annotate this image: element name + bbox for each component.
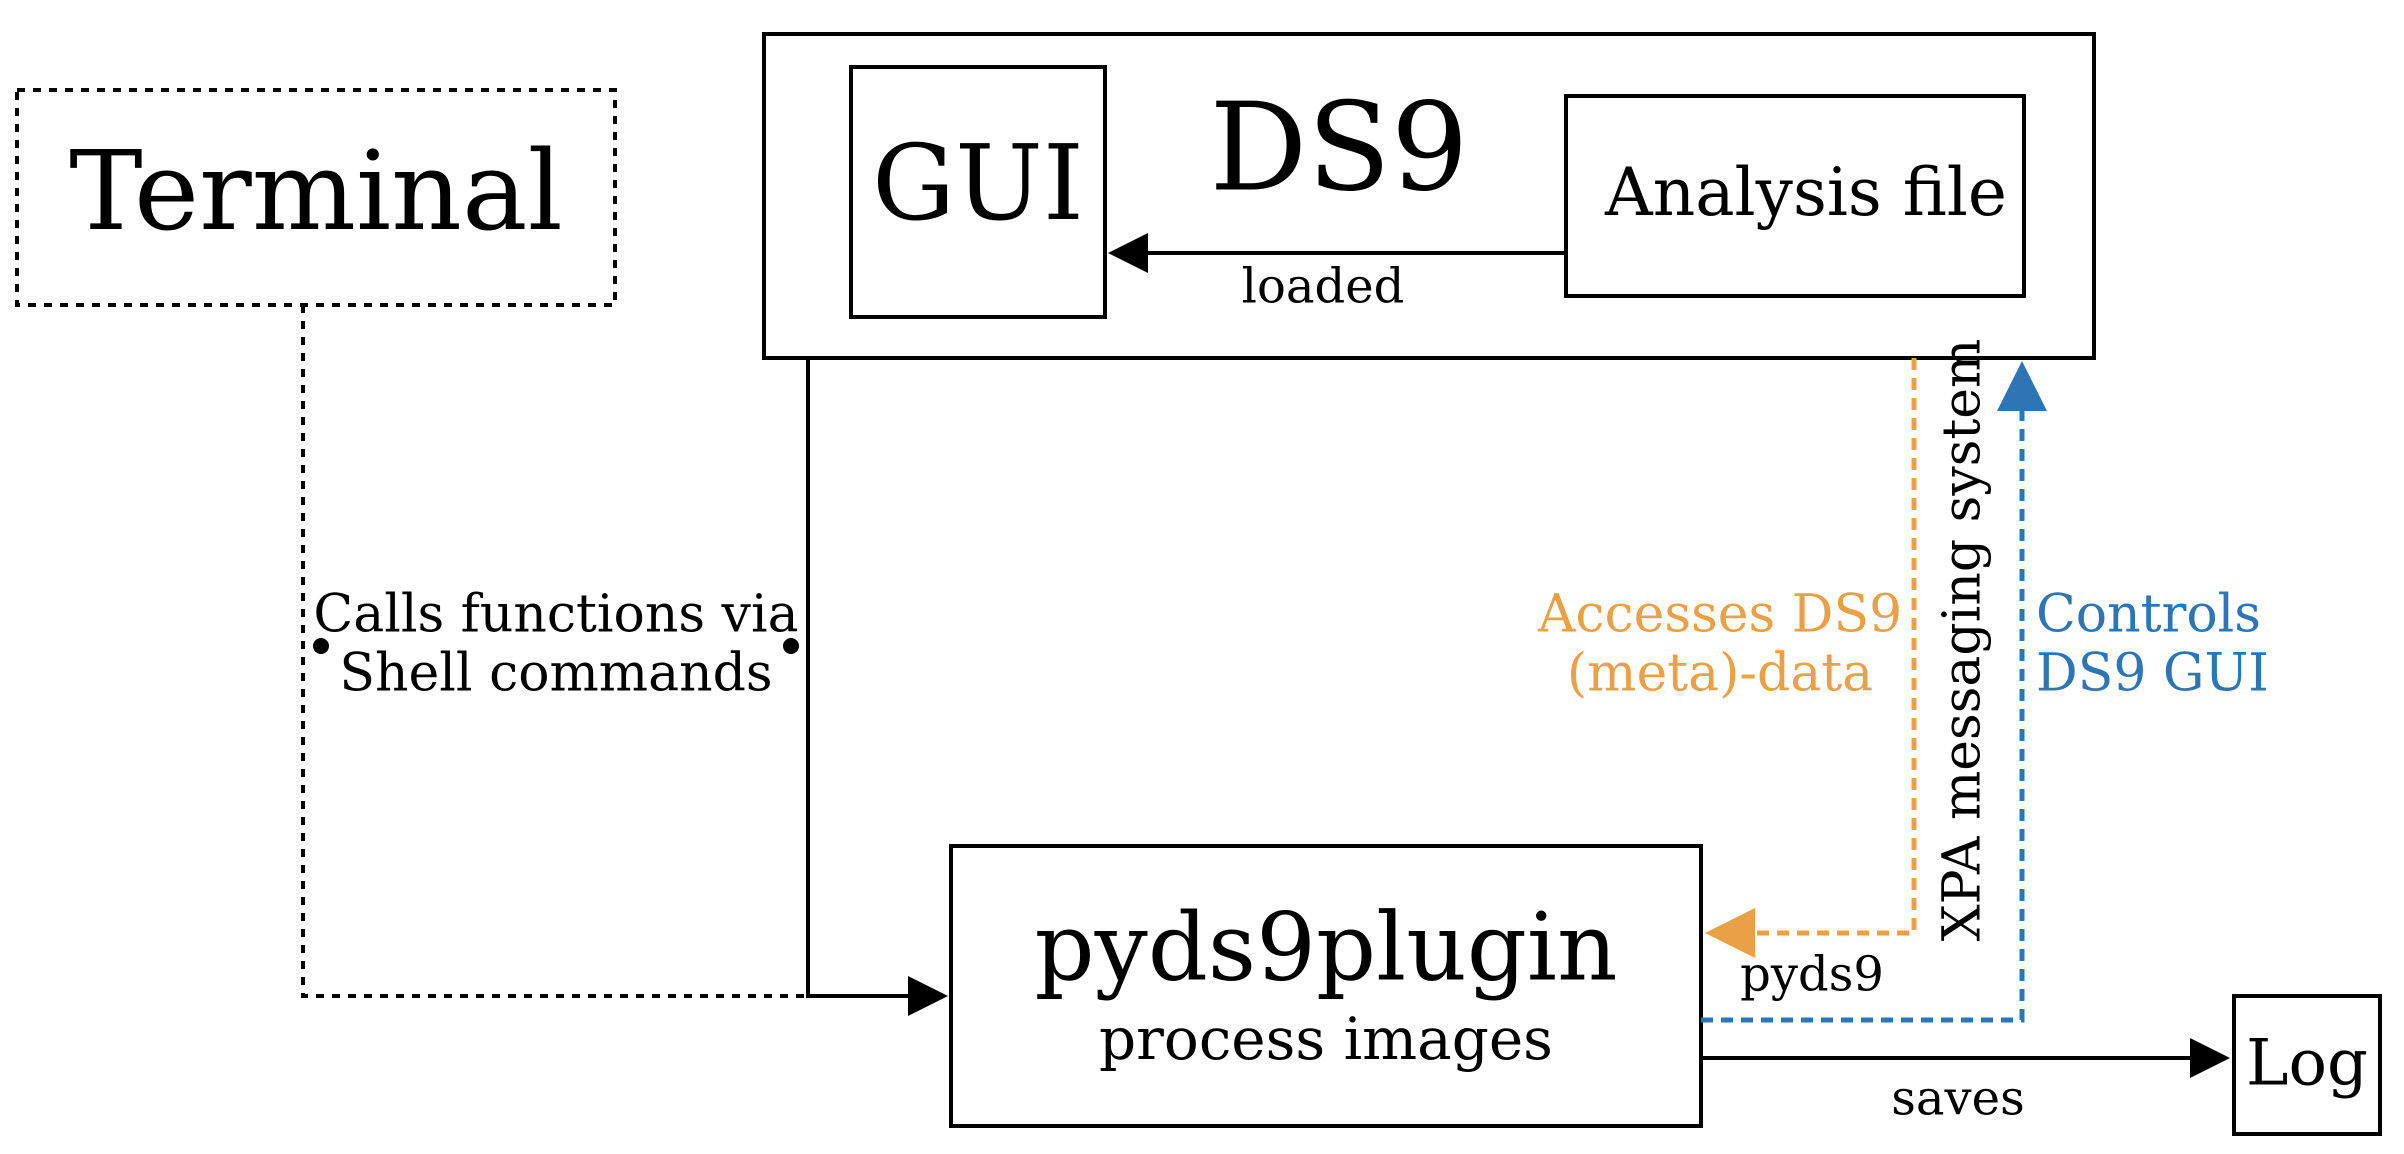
controls-label-line1: Controls (2036, 585, 2261, 645)
accesses-label-line1: Accesses DS9 (1537, 585, 1902, 645)
log-label: Log (2246, 1027, 2368, 1101)
saves-label: saves (1891, 1071, 2024, 1127)
terminal-connector (301, 305, 808, 998)
calls-label-line2: Shell commands (339, 644, 772, 704)
log-node: Log (2232, 994, 2382, 1136)
pyds9plugin-subtitle: process images (1099, 1005, 1553, 1073)
terminal-label: Terminal (69, 127, 563, 255)
controls-label-line2: DS9 GUI (2036, 644, 2269, 704)
pyds9plugin-box (949, 844, 1703, 1128)
gui-label: GUI (872, 122, 1084, 244)
pyds9plugin-node: pyds9plugin process images (949, 844, 1703, 1128)
pyds9-label: pyds9 (1740, 947, 1884, 1003)
pyds9plugin-title: pyds9plugin (1034, 893, 1617, 1002)
accesses-connector (1705, 358, 1917, 958)
analysis-file-box (1564, 94, 2026, 298)
xpa-label: XPA messaging system (1933, 339, 1993, 942)
terminal-node: Terminal (15, 88, 617, 307)
analysis-file-label: Analysis file (1604, 154, 2007, 231)
log-box (2232, 994, 2382, 1136)
calls-dot-left (313, 638, 329, 654)
ds9-node: DS9 GUI Analysis file (762, 32, 2096, 360)
ds9-box (762, 32, 2096, 360)
calls-dot-right (783, 638, 799, 654)
ds9-connector (806, 358, 948, 1016)
gui-box (849, 65, 1107, 319)
loaded-label: loaded (1242, 259, 1405, 315)
ds9-label: DS9 (1209, 77, 1468, 219)
controls-connector (1701, 361, 2047, 1023)
terminal-box (15, 88, 617, 307)
accesses-label-line2: (meta)-data (1567, 644, 1873, 704)
calls-label-line1: Calls functions via (313, 585, 798, 645)
